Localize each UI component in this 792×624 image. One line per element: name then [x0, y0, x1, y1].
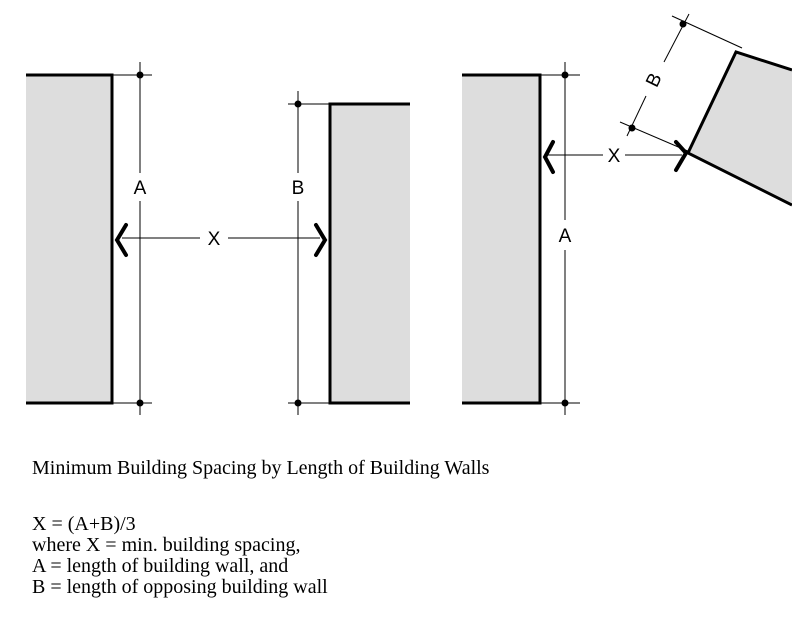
right-figure: A B X — [462, 13, 792, 415]
dimension-a-right: A — [540, 62, 580, 415]
diagram-title: Minimum Building Spacing by Length of Bu… — [32, 457, 490, 479]
arrowhead-left-right-figure — [542, 140, 555, 174]
formula-block: X = (A+B)/3 where X = min. building spac… — [32, 514, 328, 598]
dimension-b-left: B — [288, 91, 330, 415]
dimension-a-left: A — [112, 62, 152, 415]
building-b-rotated — [688, 52, 792, 205]
arrowhead-right-right-figure — [674, 140, 689, 172]
left-figure: A B X — [26, 62, 410, 415]
formula: X = (A+B)/3 — [32, 513, 136, 535]
label-a-right: A — [559, 226, 572, 247]
building-b-left-wall — [328, 102, 410, 405]
building-a-left-wall — [26, 73, 114, 405]
building-a-right-wall — [462, 73, 542, 405]
definition-a: A = length of building wall, and — [32, 555, 289, 577]
spacing-x-right: X — [542, 140, 689, 174]
label-b-rotated: B — [642, 70, 666, 91]
definition-b: B = length of opposing building wall — [32, 576, 328, 598]
spacing-x-left: X — [114, 223, 328, 257]
definition-x: where X = min. building spacing, — [32, 534, 301, 556]
label-x-left: X — [208, 229, 221, 250]
arrowhead-right — [314, 223, 328, 257]
building-a-right — [462, 75, 540, 403]
building-spacing-diagram: A B X — [26, 13, 792, 415]
building-b-left — [330, 104, 410, 403]
arrowhead-left — [114, 223, 128, 257]
building-b-rotated-wall — [686, 50, 792, 207]
label-a-left: A — [134, 178, 147, 199]
label-x-right: X — [608, 146, 621, 167]
label-b-left: B — [292, 178, 305, 199]
building-a-left — [26, 75, 112, 403]
